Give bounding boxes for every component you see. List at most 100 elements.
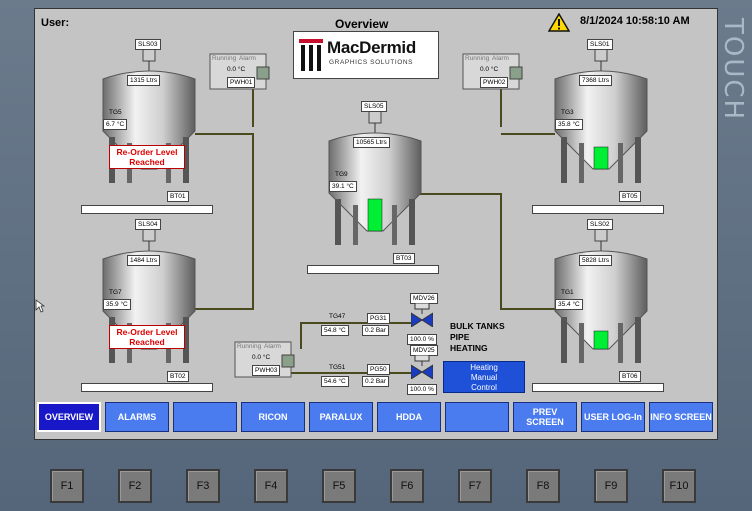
tank-temp: 35.4 °C	[555, 299, 583, 310]
tank-volume: 1315 Ltrs	[127, 75, 161, 86]
tg47-label: TG47	[329, 313, 346, 320]
tank-bt05-base-bar	[532, 205, 664, 214]
f9-key[interactable]: F9	[594, 469, 628, 503]
tank-id: BT03	[393, 253, 415, 264]
f8-key[interactable]: F8	[526, 469, 560, 503]
heater-id: PWH02	[480, 77, 509, 88]
heating-manual-control-button[interactable]: Heating Manual Control	[443, 361, 525, 393]
mdv26-percent: 100.0 %	[407, 334, 437, 345]
tank-volume: 1484 Ltrs	[127, 255, 161, 266]
button-line: Manual	[470, 373, 498, 382]
tank-bt06-base-bar	[532, 383, 664, 392]
tank-bt02[interactable]: SLS04 1484 Ltrs TG7 35.9 °C BT02 Re-Orde…	[99, 219, 199, 382]
heater-pwh03[interactable]: Running Alarm 0.0 °C PWH03	[234, 341, 296, 379]
heater-unit-icon	[462, 53, 523, 90]
running-indicator: Running	[237, 343, 262, 350]
heater-id: PWH01	[227, 77, 256, 88]
f6-key[interactable]: F6	[390, 469, 424, 503]
tank-bt03-base-bar	[307, 265, 439, 274]
tank-bt05[interactable]: SLS01 7368 Ltrs TG3 35.8 °C BT05	[551, 39, 651, 202]
nav-prev-screen-button[interactable]: PREV SCREEN	[513, 402, 577, 432]
tank-temp: 35.9 °C	[103, 299, 131, 310]
tank-vessel-icon	[554, 228, 648, 363]
temp-tag: TG5	[109, 109, 122, 116]
tank-bt01[interactable]: SLS03 1315 Ltrs TG5 6.7 °C BT01 Re-Order…	[99, 39, 199, 202]
datetime-display: 8/1/2024 10:58:10 AM	[580, 15, 690, 27]
heater-temp: 0.0 °C	[480, 66, 499, 73]
bulk-tanks-pipe-heating-title: BULK TANKS PIPE HEATING	[450, 321, 505, 354]
brand-name: MacDermid	[327, 38, 416, 57]
tank-volume: 7368 Ltrs	[579, 75, 613, 86]
macdermid-logo: MacDermid GRAPHICS SOLUTIONS	[293, 31, 439, 79]
nav-user-login-button[interactable]: USER LOG-In	[581, 402, 645, 432]
temp-tag: TG9	[335, 171, 348, 178]
mdv25-percent: 100.0 %	[407, 384, 437, 395]
tank-liquid-level	[593, 146, 609, 170]
temp-tag: TG1	[561, 289, 574, 296]
nav-hdda-button[interactable]: HDDA	[377, 402, 441, 432]
valve-mdv25-icon[interactable]	[411, 355, 433, 379]
heater-pwh02[interactable]: Running Alarm 0.0 °C PWH02	[462, 53, 524, 91]
nav-overview-button[interactable]: OVERVIEW	[37, 402, 101, 432]
level-sensor-tag: SLS01	[587, 39, 613, 50]
logo-mark-icon	[299, 39, 323, 71]
tank-temp: 6.7 °C	[103, 119, 128, 130]
f3-key[interactable]: F3	[186, 469, 220, 503]
bulk-title-line: BULK TANKS	[450, 321, 505, 331]
nav-blank-button-3[interactable]	[173, 402, 237, 432]
level-sensor-tag: SLS04	[135, 219, 161, 230]
mouse-cursor-icon	[35, 299, 45, 313]
tg51-value: 54.6 °C	[321, 376, 349, 387]
heater-temp: 0.0 °C	[227, 66, 246, 73]
tank-vessel-icon	[554, 48, 648, 183]
nav-alarms-button[interactable]: ALARMS	[105, 402, 169, 432]
level-sensor-tag: SLS02	[587, 219, 613, 230]
alarm-indicator: Alarm	[264, 343, 281, 350]
bulk-title-line: PIPE	[450, 332, 470, 342]
nav-info-screen-button[interactable]: INFO SCREEN	[649, 402, 713, 432]
alarm-indicator: Alarm	[492, 55, 509, 62]
tank-id: BT05	[619, 191, 641, 202]
level-sensor-tag: SLS03	[135, 39, 161, 50]
touch-brand-text: TOUCH	[718, 18, 748, 122]
f5-key[interactable]: F5	[322, 469, 356, 503]
warning-icon[interactable]	[548, 13, 570, 32]
valve-mdv26-icon[interactable]	[411, 303, 433, 327]
tank-liquid-level	[367, 198, 383, 232]
button-line: Control	[471, 383, 497, 392]
level-sensor-tag: SLS05	[361, 101, 387, 112]
tank-temp: 39.1 °C	[329, 181, 357, 192]
bulk-title-line: HEATING	[450, 343, 488, 353]
temp-tag: TG7	[109, 289, 122, 296]
heater-pwh01[interactable]: Running Alarm 0.0 °C PWH01	[209, 53, 271, 91]
temp-tag: TG3	[561, 109, 574, 116]
tank-id: BT02	[167, 371, 189, 382]
f4-key[interactable]: F4	[254, 469, 288, 503]
tank-vessel-icon	[328, 110, 422, 245]
pg50-value: 0.2 Bar	[362, 376, 389, 387]
running-indicator: Running	[465, 55, 490, 62]
tank-bt03[interactable]: SLS05 10565 Ltrs TG9 39.1 °C BT03	[325, 101, 425, 264]
tank-id: BT01	[167, 191, 189, 202]
f1-key[interactable]: F1	[50, 469, 84, 503]
pg50-label: PG50	[367, 364, 390, 375]
heater-id: PWH03	[252, 365, 281, 376]
page-title: Overview	[335, 17, 389, 31]
tank-id: BT06	[619, 371, 641, 382]
heater-temp: 0.0 °C	[252, 354, 271, 361]
nav-ricon-button[interactable]: RICON	[241, 402, 305, 432]
nav-blank-button-7[interactable]	[445, 402, 509, 432]
alarm-indicator: Alarm	[239, 55, 256, 62]
f2-key[interactable]: F2	[118, 469, 152, 503]
reorder-alert: Re-Order Level Reached	[109, 145, 185, 169]
tank-temp: 35.8 °C	[555, 119, 583, 130]
tank-bt01-base-bar	[81, 205, 213, 214]
f7-key[interactable]: F7	[458, 469, 492, 503]
tank-bt06[interactable]: SLS02 5828 Ltrs TG1 35.4 °C BT06	[551, 219, 651, 382]
nav-paralux-button[interactable]: PARALUX	[309, 402, 373, 432]
running-indicator: Running	[212, 55, 237, 62]
tg51-label: TG51	[329, 364, 346, 371]
tank-volume: 10565 Ltrs	[353, 137, 390, 148]
tank-volume: 5828 Ltrs	[579, 255, 613, 266]
f10-key[interactable]: F10	[662, 469, 696, 503]
